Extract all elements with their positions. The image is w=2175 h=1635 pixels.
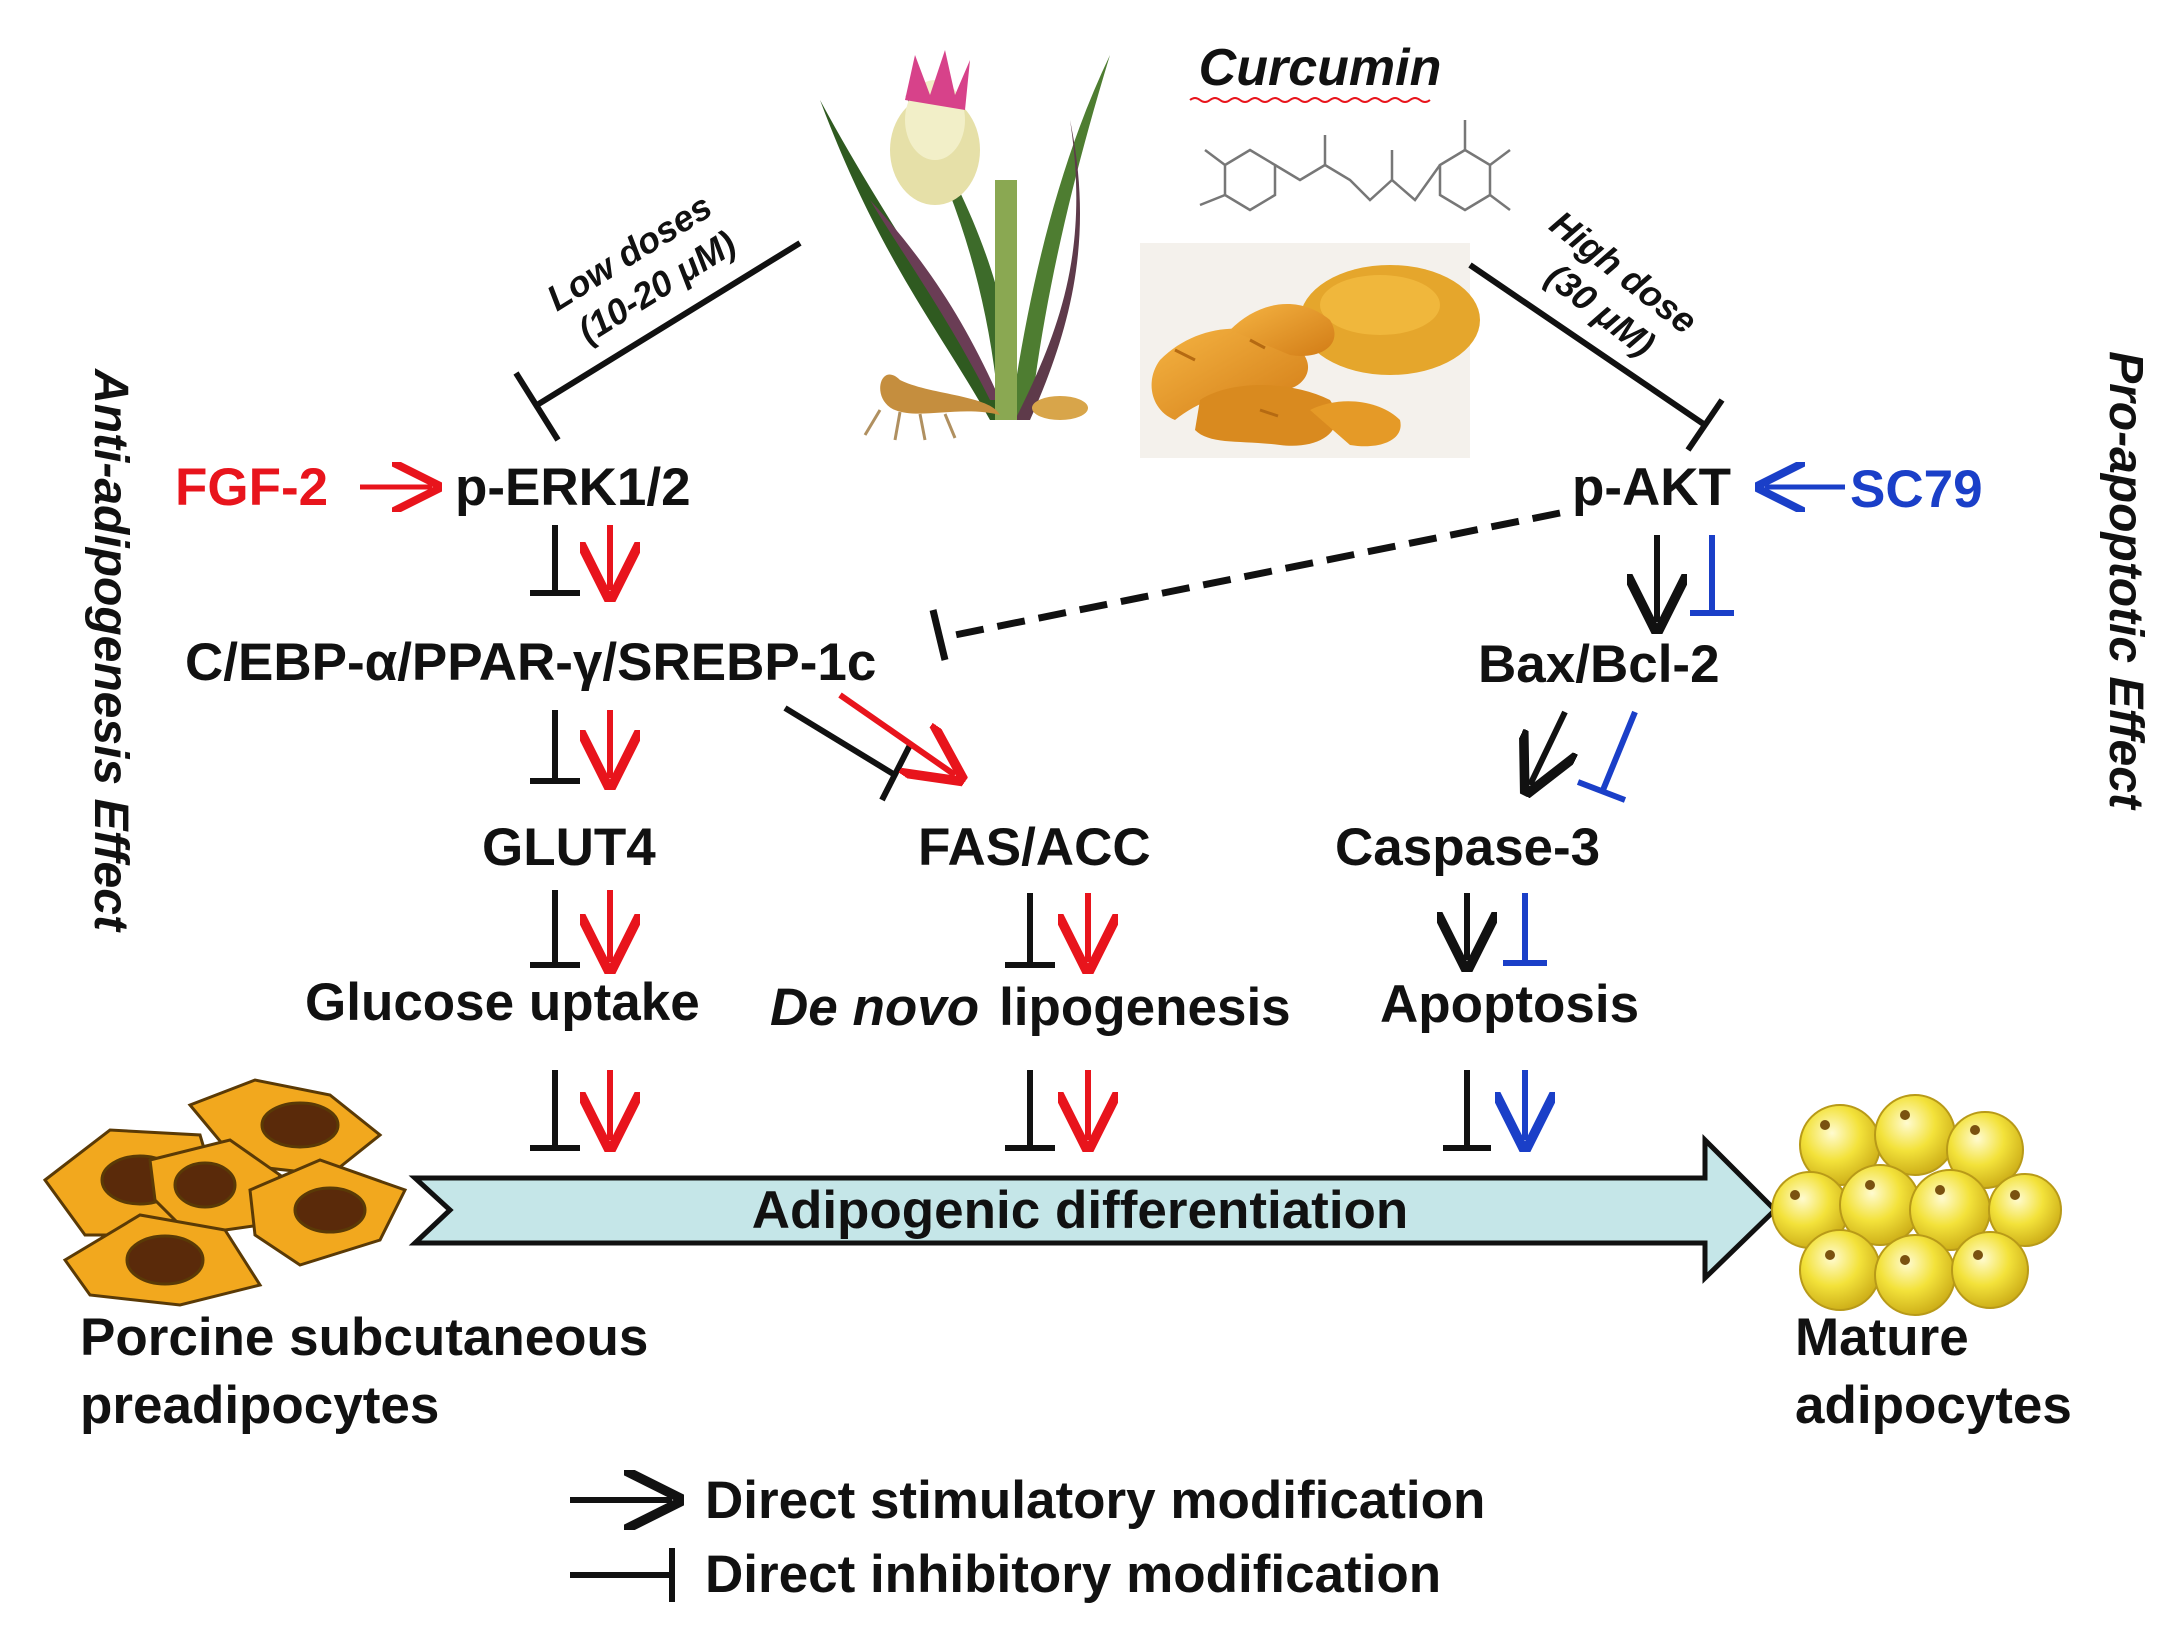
differentiation-label: Adipogenic differentiation — [752, 1181, 1409, 1240]
lipogenesis-text: lipogenesis — [999, 978, 1291, 1037]
low-dose-label: Low doses (10-20 μM) — [539, 180, 750, 356]
node-cebp: C/EBP-α/PPAR-γ/SREBP-1c — [185, 633, 876, 692]
node-p-akt: p-AKT — [1572, 458, 1731, 517]
apoptosis-diff-pair — [1443, 1070, 1525, 1148]
cebp-glut4-pair — [530, 710, 610, 781]
denovo-diff-pair — [1005, 1070, 1088, 1148]
mature-line-2: adipocytes — [1795, 1376, 2072, 1435]
low-dose-inhibition — [513, 240, 802, 442]
node-glucose-uptake: Glucose uptake — [305, 973, 700, 1032]
legend-inhibitory-label: Direct inhibitory modification — [705, 1545, 1441, 1604]
fasacc-denovo-pair — [1005, 893, 1088, 965]
node-glut4: GLUT4 — [482, 818, 656, 877]
high-dose-inhibition — [1468, 262, 1725, 452]
high-dose-label: High dose (30 μM) — [1515, 202, 1712, 382]
curcumin-structure-icon — [1199, 120, 1511, 212]
differentiation-arrow — [408, 1133, 1779, 1284]
de-novo-italic: De novo — [770, 978, 979, 1037]
title-underline — [1189, 97, 1431, 103]
node-apoptosis: Apoptosis — [1380, 975, 1639, 1034]
node-p-erk: p-ERK1/2 — [455, 458, 691, 517]
akt-to-cebp-dashed-inhibition — [929, 509, 1561, 661]
anti-adipogenesis-label: Anti-adipogenesis Effect — [84, 368, 137, 933]
cebp-fasacc-pair — [783, 692, 955, 802]
preadipocyte-cells-icon — [42, 1078, 408, 1307]
turmeric-root-powder-icon — [1140, 243, 1480, 458]
node-fgf2: FGF-2 — [175, 458, 328, 517]
preadipocyte-line-2: preadipocytes — [80, 1376, 439, 1435]
pro-apoptotic-label: Pro-apoptotic Effect — [2099, 351, 2152, 811]
mature-adipocytes-icon — [1771, 1094, 2062, 1316]
bax-caspase-pair — [1530, 710, 1638, 800]
node-caspase3: Caspase-3 — [1335, 818, 1600, 877]
mature-caption: Mature adipocytes — [1795, 1308, 2072, 1435]
turmeric-plant-icon — [820, 50, 1110, 441]
mature-line-1: Mature — [1795, 1308, 1969, 1367]
node-de-novo-lipogenesis: De novo lipogenesis — [770, 978, 1291, 1037]
glucose-diff-pair — [530, 1070, 610, 1148]
caspase-apoptosis-pair — [1467, 893, 1547, 963]
preadipocyte-caption: Porcine subcutaneous preadipocytes — [80, 1308, 663, 1435]
node-sc79: SC79 — [1850, 460, 1983, 519]
glut4-glucose-pair — [530, 890, 610, 965]
akt-bax-pair — [1657, 535, 1734, 622]
erk-cebp-pair — [530, 525, 610, 593]
node-fas-acc: FAS/ACC — [918, 818, 1151, 877]
legend-stimulatory-label: Direct stimulatory modification — [705, 1471, 1485, 1530]
curcumin-title: Curcumin — [1199, 39, 1442, 97]
node-bax-bcl2: Bax/Bcl-2 — [1478, 635, 1720, 694]
legend: Direct stimulatory modification Direct i… — [570, 1471, 1485, 1604]
preadipocyte-line-1: Porcine subcutaneous — [80, 1308, 648, 1367]
